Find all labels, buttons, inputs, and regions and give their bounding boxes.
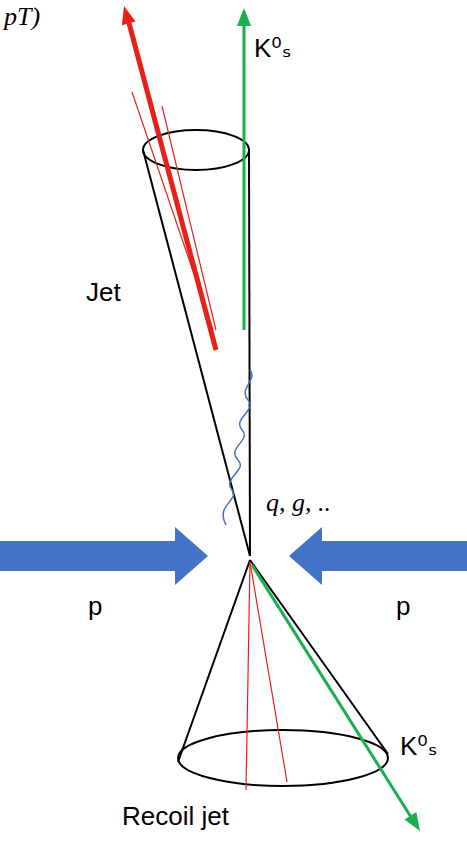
jet-label: Jet [86, 278, 121, 308]
proton-beam [289, 527, 467, 585]
proton-beam [0, 527, 208, 585]
kaon-track [243, 24, 246, 330]
particle-label: K⁰ₛ [254, 34, 291, 64]
gluon-curl [223, 370, 252, 525]
kaon-track [252, 565, 411, 817]
beam-label: p [396, 592, 410, 622]
parton-label: q, g, .. [266, 488, 331, 518]
particle-label: K⁰ₛ [400, 732, 437, 762]
track-line [246, 562, 250, 790]
track-line [162, 106, 216, 330]
arrow-head [122, 6, 136, 25]
recoil-cone-edge [250, 560, 388, 754]
track-line [250, 562, 287, 782]
recoil-cone-edge [178, 560, 250, 762]
arrow-head [237, 8, 251, 26]
leading-particle [129, 23, 216, 350]
jet-label: Recoil jet [122, 802, 229, 832]
axis-note: pT) [4, 2, 40, 32]
jet-cone-edge [249, 150, 250, 556]
beam-label: p [88, 592, 102, 622]
arrow-head [405, 812, 421, 831]
